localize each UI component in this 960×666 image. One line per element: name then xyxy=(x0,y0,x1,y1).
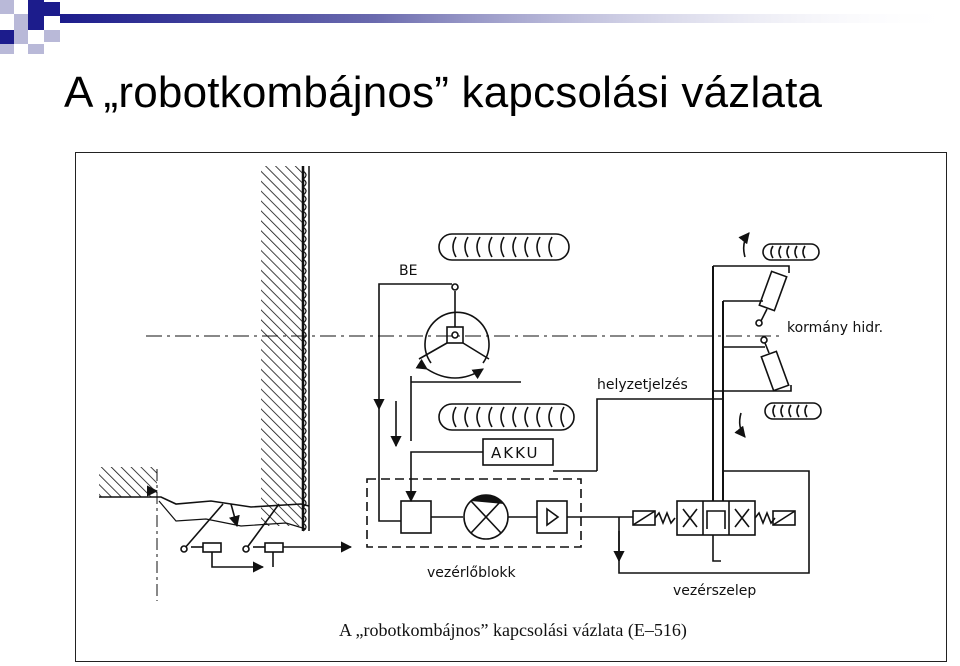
control-block-outline xyxy=(366,478,582,548)
wheel-front xyxy=(438,233,570,261)
sensor-right xyxy=(264,542,284,553)
header-decoration xyxy=(0,0,960,54)
label-vezerszelep: vezérszelep xyxy=(673,583,756,599)
valve-solenoid-right xyxy=(772,510,796,526)
amplifier-box xyxy=(536,500,568,534)
diagram-caption: A „robotkombájnos” kapcsolási vázlata (E… xyxy=(339,620,687,641)
label-be: BE xyxy=(399,263,417,279)
hydraulic-cylinder-bottom xyxy=(760,336,790,392)
slide-title: A „robotkombájnos” kapcsolási vázlata xyxy=(64,68,823,117)
label-vezerloblokk: vezérlőblokk xyxy=(427,565,517,581)
crop-hatch xyxy=(261,166,303,526)
control-block-box xyxy=(400,500,432,534)
label-kormany-hidr: kormány hidr. xyxy=(787,320,883,336)
stubble-hatch xyxy=(99,467,157,497)
hydraulic-cylinder-top xyxy=(755,270,788,327)
steering-wheel xyxy=(424,311,490,364)
wheel-rear xyxy=(438,403,575,431)
label-akku: AKKU xyxy=(491,444,540,462)
diagram-frame: BE kormány hidr. helyzetjelzés AKKU vezé… xyxy=(75,152,947,662)
label-helyzetjelzes: helyzetjelzés xyxy=(597,377,688,393)
valve-body xyxy=(676,500,756,536)
rear-wheel-bottom xyxy=(764,402,822,420)
rear-wheel-top xyxy=(762,243,820,261)
schematic-diagram: BE kormány hidr. helyzetjelzés AKKU vezé… xyxy=(99,166,883,641)
sensor-left xyxy=(202,542,222,553)
